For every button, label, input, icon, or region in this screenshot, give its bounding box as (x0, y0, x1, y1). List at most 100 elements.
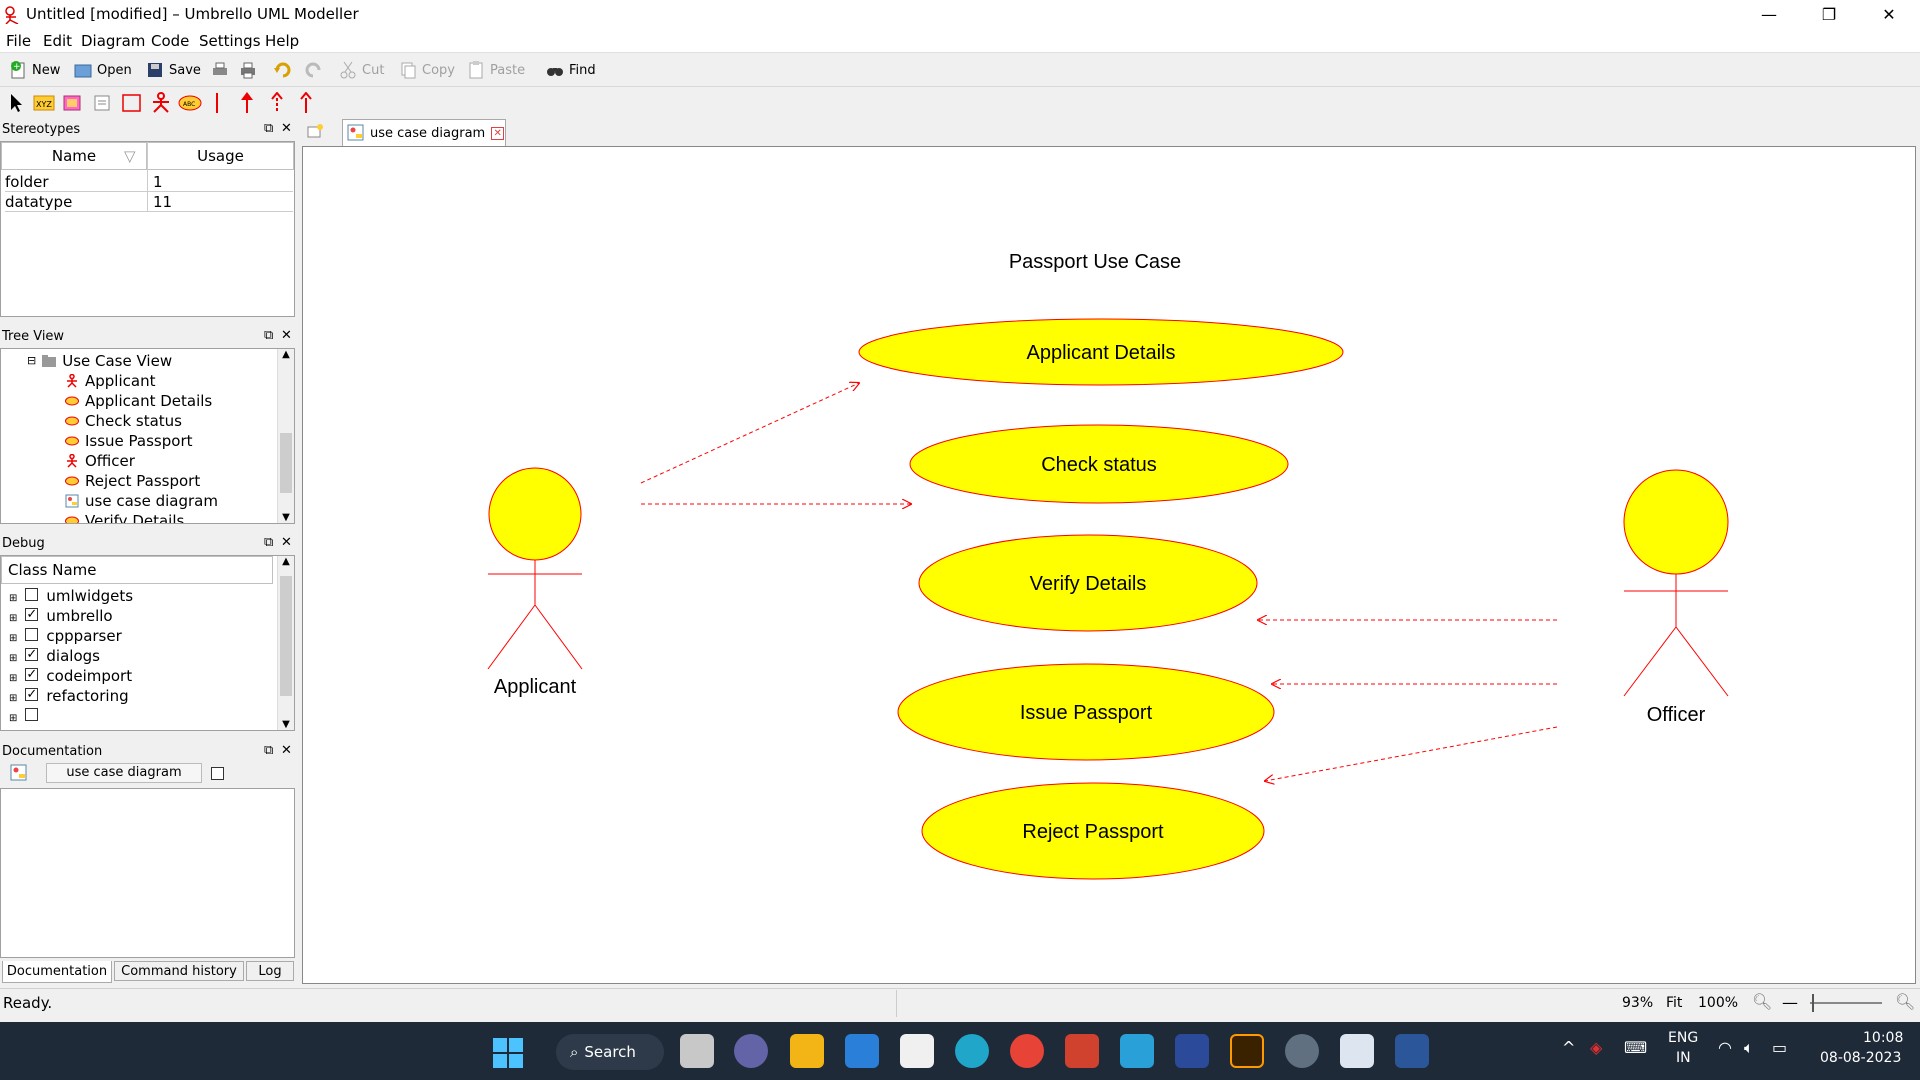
treeview-scrollbar[interactable]: ▲ ▼ (277, 349, 294, 523)
checkbox[interactable] (25, 605, 39, 625)
close-icon[interactable]: ✕ (281, 121, 292, 136)
float-icon[interactable]: ⧉ (264, 328, 274, 343)
zoom-slider-handle[interactable] (1812, 994, 1814, 1012)
chrome-icon[interactable] (1010, 1034, 1044, 1068)
text-line-icon[interactable]: XYZ (33, 93, 55, 113)
expand-icon[interactable]: ⊞ (9, 713, 18, 724)
tab-documentation[interactable]: Documentation (2, 961, 112, 983)
print-preview-button[interactable] (210, 59, 234, 81)
scroll-thumb[interactable] (280, 433, 292, 493)
expand-icon[interactable]: ⊞ (9, 693, 18, 704)
devcpp-icon[interactable] (1175, 1034, 1209, 1068)
print-button[interactable] (238, 59, 262, 81)
debug-row[interactable]: ⊞codeimport (9, 665, 132, 686)
collapse-icon[interactable]: ⊟ (27, 354, 37, 367)
restore-button[interactable]: ❐ (1821, 5, 1837, 24)
box-icon[interactable] (121, 93, 143, 113)
tree-item-applicant[interactable]: Applicant (65, 371, 155, 391)
scroll-up-icon[interactable]: ▲ (282, 349, 290, 360)
checkbox[interactable] (25, 665, 39, 685)
windows-start-icon[interactable] (492, 1037, 524, 1069)
mail-icon[interactable] (845, 1034, 879, 1068)
word-icon[interactable] (1395, 1034, 1429, 1068)
find-button[interactable]: Find (545, 59, 596, 81)
speaker-muted-icon[interactable]: 🔈︎ (1744, 1038, 1754, 1057)
association-line-icon[interactable] (212, 92, 222, 114)
cut-button[interactable]: Cut (338, 59, 384, 81)
wifi-icon[interactable]: ◠ (1718, 1038, 1732, 1057)
minimize-button[interactable]: — (1761, 5, 1777, 24)
debug-row[interactable]: ⊞refactoring (9, 685, 129, 706)
actor-icon[interactable] (150, 92, 172, 114)
association-applicant-details[interactable] (640, 383, 859, 484)
checkbox[interactable] (25, 708, 39, 721)
menu-diagram[interactable]: Diagram (81, 32, 146, 50)
new-tab-icon[interactable] (306, 123, 326, 141)
usecase-icon[interactable]: ABC (178, 94, 202, 112)
float-icon[interactable]: ⧉ (264, 743, 274, 758)
tab-log[interactable]: Log (246, 961, 294, 981)
desktop-icon[interactable] (1120, 1034, 1154, 1068)
close-window-button[interactable]: ✕ (1882, 5, 1896, 24)
menu-settings[interactable]: Settings (199, 32, 261, 50)
debug-scrollbar[interactable]: ▲ ▼ (277, 556, 294, 730)
taskbar-search[interactable]: ⌕ Search (556, 1034, 664, 1070)
scroll-up-icon[interactable]: ▲ (282, 556, 290, 567)
mcafee-icon[interactable]: ◈ (1590, 1038, 1603, 1057)
illustrator-icon[interactable] (1230, 1034, 1264, 1068)
menu-code[interactable]: Code (151, 32, 190, 50)
usecase-reject-passport[interactable]: Reject Passport (921, 782, 1265, 880)
actor-applicant[interactable]: Applicant (487, 467, 583, 698)
undo-button[interactable] (273, 59, 297, 81)
new-button[interactable]: + New (8, 59, 60, 81)
menu-file[interactable]: File (6, 32, 32, 50)
clock-date[interactable]: 08-08-2023 (1820, 1050, 1902, 1066)
task-view-icon[interactable] (680, 1034, 714, 1068)
usecase-check-status[interactable]: Check status (909, 424, 1289, 504)
actor-officer[interactable]: Officer (1623, 469, 1729, 726)
expand-icon[interactable]: ⊞ (9, 653, 18, 664)
redo-button[interactable] (303, 59, 327, 81)
scroll-down-icon[interactable]: ▼ (282, 512, 290, 523)
copy-button[interactable]: Copy (398, 59, 455, 81)
tab-use-case-diagram[interactable]: use case diagram ✕ (342, 119, 506, 146)
tree-item-use-case-diagram[interactable]: use case diagram (65, 491, 218, 511)
umbrello-taskbar-icon[interactable] (1340, 1034, 1374, 1068)
column-header-name[interactable]: Name▽ (1, 142, 147, 170)
debug-row[interactable]: ⊞ (9, 706, 46, 726)
open-button[interactable]: Open (73, 59, 132, 81)
select-arrow-icon[interactable] (8, 93, 26, 113)
checkbox[interactable] (25, 645, 39, 665)
close-tab-icon[interactable]: ✕ (491, 126, 505, 140)
checkbox[interactable] (25, 628, 39, 641)
zoom-in-icon[interactable]: 🔍︎ (1895, 992, 1916, 1011)
tree-item-reject-passport[interactable]: Reject Passport (65, 471, 200, 491)
scroll-down-icon[interactable]: ▼ (282, 719, 290, 730)
tree-item-verify-details[interactable]: Verify Details (65, 511, 184, 523)
usecase-verify-details[interactable]: Verify Details (918, 534, 1258, 632)
generalization-arrow-icon[interactable] (240, 92, 254, 114)
menu-edit[interactable]: Edit (43, 32, 73, 50)
expand-icon[interactable]: ⊞ (9, 593, 18, 604)
checkbox[interactable] (25, 685, 39, 705)
file-explorer-icon[interactable] (790, 1034, 824, 1068)
usecase-issue-passport[interactable]: Issue Passport (897, 663, 1275, 761)
checkbox[interactable] (211, 767, 224, 780)
association-reject-passport[interactable] (1265, 726, 1558, 781)
zoom-slider[interactable] (1810, 1002, 1882, 1004)
diagram-canvas[interactable]: Passport Use Case Applicant Officer Appl… (302, 146, 1916, 984)
expand-icon[interactable]: ⊞ (9, 673, 18, 684)
tab-command-history[interactable]: Command history (114, 961, 244, 981)
tree-item-officer[interactable]: Officer (65, 451, 135, 471)
note-widget-icon[interactable] (62, 93, 84, 113)
usecase-applicant-details[interactable]: Applicant Details (858, 318, 1344, 386)
zoom-out-icon[interactable]: 🔍︎ (1752, 992, 1773, 1011)
close-icon[interactable]: ✕ (281, 328, 292, 343)
edge-icon[interactable] (955, 1034, 989, 1068)
clock-time[interactable]: 10:08 (1863, 1030, 1904, 1046)
column-header-usage[interactable]: Usage (147, 142, 294, 170)
documentation-textarea[interactable] (0, 788, 295, 958)
debug-row[interactable]: ⊞dialogs (9, 645, 100, 666)
scroll-thumb[interactable] (280, 576, 292, 696)
tree-item-applicant-details[interactable]: Applicant Details (65, 391, 212, 411)
